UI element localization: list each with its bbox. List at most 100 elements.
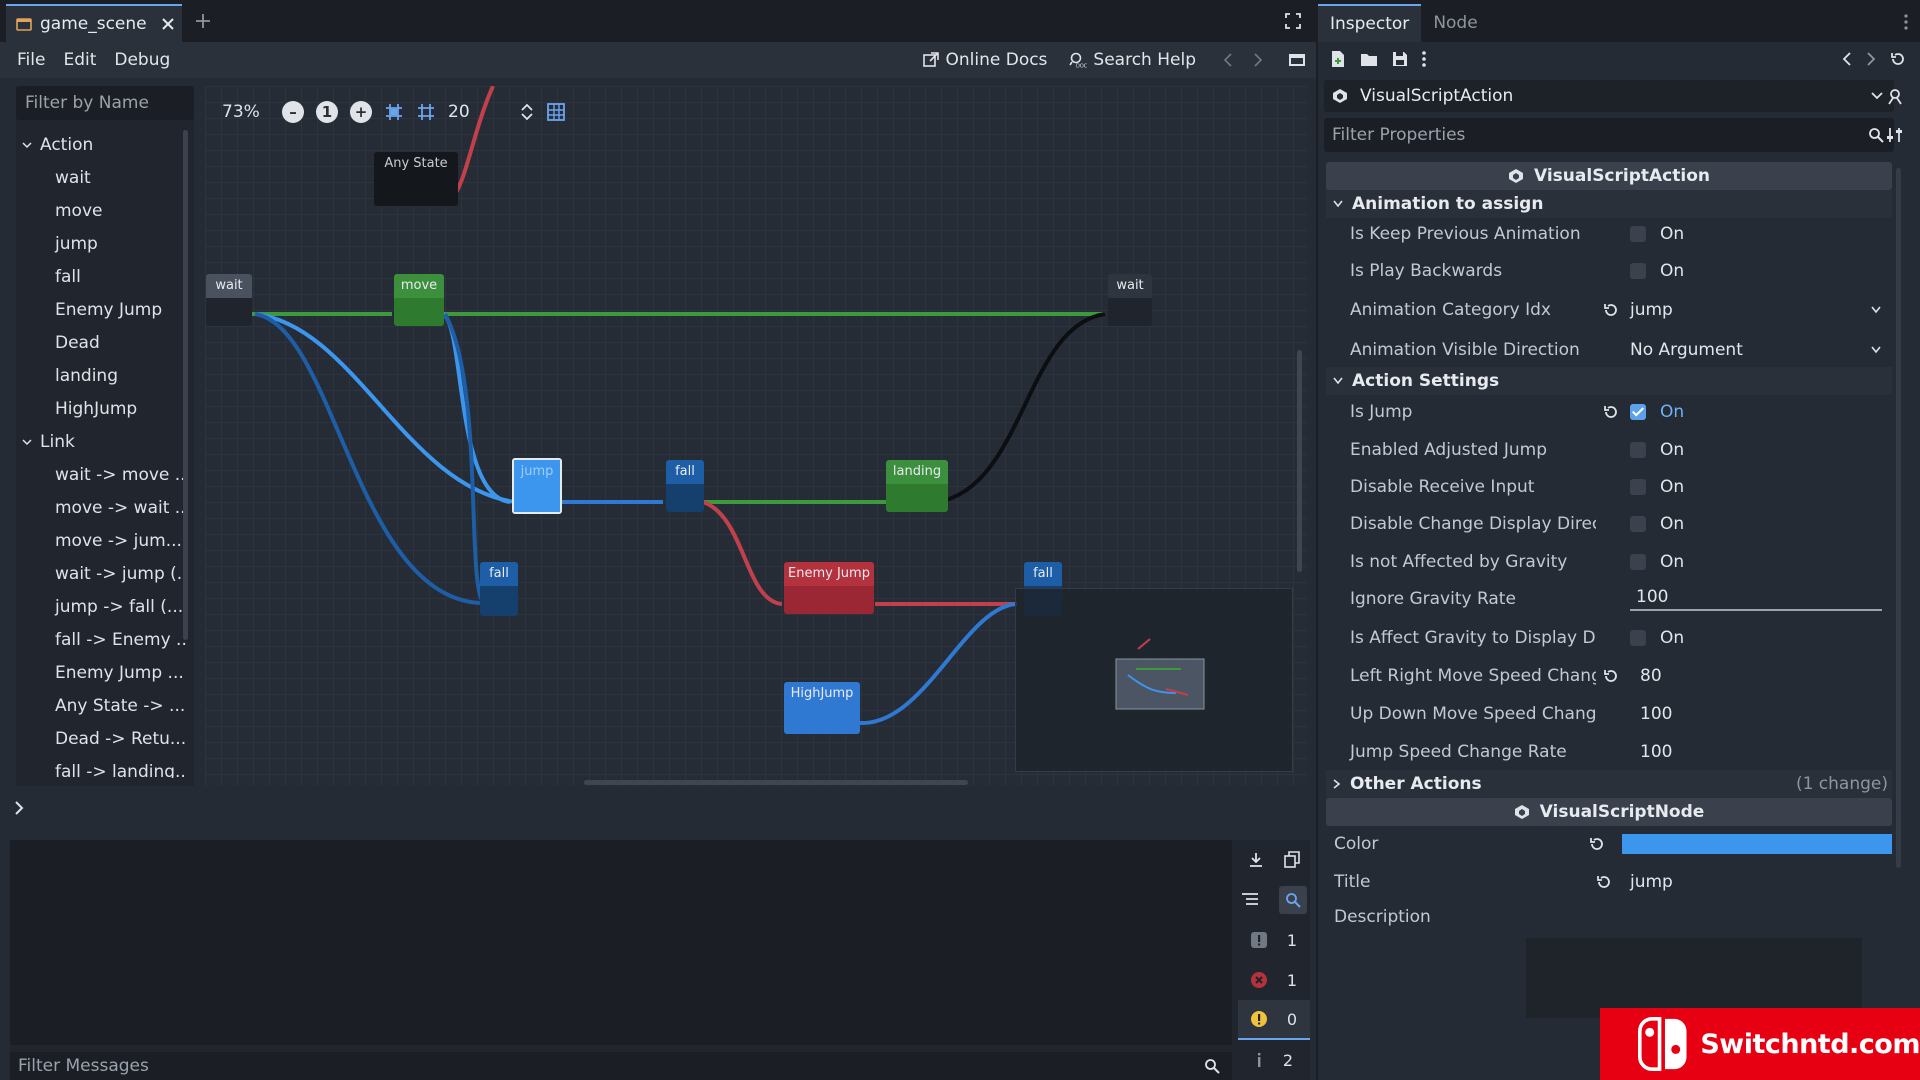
online-docs-button[interactable]: Online Docs (915, 50, 1055, 70)
minimap-toggle-icon[interactable] (546, 102, 566, 122)
clear-output-icon[interactable] (1248, 851, 1264, 869)
dock-menu-icon[interactable] (1904, 14, 1908, 30)
expand-panel-icon[interactable] (14, 800, 24, 816)
tree-item[interactable]: wait -> jump (... (55, 563, 186, 584)
grid-icon[interactable] (416, 102, 436, 122)
graph-node-wait[interactable]: wait (206, 274, 252, 326)
graph-node-landing[interactable]: landing (886, 460, 948, 512)
title-field[interactable]: jump (1630, 872, 1673, 892)
filter-messages-input[interactable]: Filter Messages (10, 1052, 1232, 1080)
graph-node-jump[interactable]: jump (512, 458, 562, 514)
add-tab-icon[interactable] (194, 12, 212, 30)
graph-node-move[interactable]: move (394, 274, 444, 326)
graph-minimap[interactable] (1015, 588, 1293, 772)
scene-tab[interactable]: game_scene (6, 4, 182, 42)
is-jump-checkbox[interactable] (1630, 404, 1646, 420)
zoom-reset-button[interactable]: 1 (316, 101, 338, 123)
history-forward-icon[interactable] (1866, 51, 1876, 67)
property-options-icon[interactable] (1886, 126, 1904, 144)
graph-node-anystate[interactable]: Any State (374, 152, 458, 206)
graph-vertical-scrollbar[interactable] (1297, 350, 1302, 572)
tree-group-action[interactable]: Action (16, 128, 186, 161)
fullscreen-icon[interactable] (1284, 12, 1302, 30)
inspector-scrollbar[interactable] (1896, 168, 1901, 868)
tree-item[interactable]: jump -> fall (... (55, 596, 184, 617)
history-icon[interactable] (1890, 51, 1906, 67)
revert-icon[interactable] (1603, 404, 1619, 420)
jump-speed-field[interactable]: 100 (1640, 742, 1673, 762)
info-count-row[interactable]: 2 (1238, 1040, 1310, 1080)
graph-node-enemyjump[interactable]: Enemy Jump (784, 562, 874, 614)
tree-group-link[interactable]: Link (16, 425, 186, 458)
section-action-settings[interactable]: Action Settings (1326, 367, 1892, 395)
message-count-row[interactable]: 1 (1238, 920, 1310, 960)
animation-category-dropdown[interactable]: jump (1626, 300, 1892, 320)
back-icon[interactable] (1222, 52, 1234, 68)
tree-item[interactable]: move (55, 200, 103, 221)
section-animation-to-assign[interactable]: Animation to assign (1326, 190, 1892, 218)
left-right-speed-field[interactable]: 80 (1640, 666, 1662, 686)
menu-debug[interactable]: Debug (114, 50, 171, 70)
error-count-row[interactable]: 1 (1238, 960, 1310, 1000)
copy-icon[interactable] (1284, 851, 1300, 869)
color-picker-button[interactable] (1622, 834, 1892, 854)
tree-item[interactable]: fall -> Enemy ... (55, 629, 186, 650)
tree-item[interactable]: fall -> landing... (55, 761, 186, 779)
tab-inspector[interactable]: Inspector (1318, 4, 1422, 42)
revert-icon[interactable] (1603, 302, 1619, 318)
tree-item[interactable]: Enemy Jump (55, 299, 163, 320)
filter-properties-input[interactable]: Filter Properties (1324, 118, 1894, 152)
disable-input-checkbox[interactable] (1630, 479, 1646, 495)
graph-node-highjump[interactable]: HighJump (784, 682, 860, 734)
search-toggle-icon[interactable] (1279, 886, 1307, 914)
tree-item[interactable]: wait -> move ... (55, 464, 186, 485)
animation-direction-dropdown[interactable]: No Argument (1626, 340, 1892, 360)
graph-node-wait-end[interactable]: wait (1108, 274, 1152, 326)
zoom-in-button[interactable]: + (350, 101, 372, 123)
search-help-button[interactable]: DOC Search Help (1061, 50, 1204, 70)
graph-horizontal-scrollbar[interactable] (584, 780, 968, 785)
tree-item[interactable]: jump (55, 233, 98, 254)
revert-icon[interactable] (1589, 836, 1605, 852)
menu-edit[interactable]: Edit (63, 50, 97, 70)
snap-grid-icon[interactable] (384, 102, 404, 122)
filter-by-name-input[interactable]: Filter by Name (16, 86, 194, 120)
more-options-icon[interactable] (1422, 51, 1426, 67)
no-gravity-checkbox[interactable] (1630, 554, 1646, 570)
tree-item[interactable]: Any State -> ... (55, 695, 186, 716)
affect-gravity-checkbox[interactable] (1630, 630, 1646, 646)
tree-item[interactable]: wait (55, 167, 91, 188)
graph-node-fall[interactable]: fall (666, 460, 704, 512)
graph-node-fall-left[interactable]: fall (480, 562, 518, 616)
adjusted-jump-checkbox[interactable] (1630, 442, 1646, 458)
tree-item[interactable]: move -> wait ... (55, 497, 186, 518)
revert-icon[interactable] (1596, 874, 1612, 890)
snap-distance-value[interactable]: 20 (448, 102, 470, 122)
up-down-speed-field[interactable]: 100 (1640, 704, 1673, 724)
history-back-icon[interactable] (1842, 51, 1852, 67)
tree-item[interactable]: HighJump (55, 398, 138, 419)
open-folder-icon[interactable] (1360, 51, 1378, 67)
close-icon[interactable] (161, 17, 175, 31)
warning-count-row[interactable]: 0 (1238, 1000, 1310, 1040)
tree-item[interactable]: Enemy Jump ... (55, 662, 184, 683)
tree-item[interactable]: fall (55, 266, 81, 287)
tree-scrollbar[interactable] (183, 130, 188, 640)
play-backwards-checkbox[interactable] (1630, 263, 1646, 279)
description-textarea[interactable] (1526, 938, 1862, 1018)
tree-item[interactable]: landing (55, 365, 118, 386)
tree-item[interactable]: move -> jum... (55, 530, 182, 551)
collapse-lines-icon[interactable] (1241, 892, 1259, 908)
save-icon[interactable] (1392, 51, 1408, 67)
tree-item[interactable]: Dead -> Retu... (55, 728, 186, 749)
spinner-arrows-icon[interactable] (520, 102, 534, 122)
ignore-gravity-rate-field[interactable]: 100 (1630, 587, 1882, 611)
zoom-out-button[interactable]: – (282, 101, 304, 123)
section-other-actions[interactable]: Other Actions (1 change) (1326, 770, 1892, 798)
menu-file[interactable]: File (17, 50, 46, 70)
forward-icon[interactable] (1252, 52, 1264, 68)
keep-previous-checkbox[interactable] (1630, 226, 1646, 242)
tree-item[interactable]: Dead (55, 332, 100, 353)
new-resource-icon[interactable] (1330, 50, 1346, 68)
output-log[interactable] (10, 840, 1232, 1045)
